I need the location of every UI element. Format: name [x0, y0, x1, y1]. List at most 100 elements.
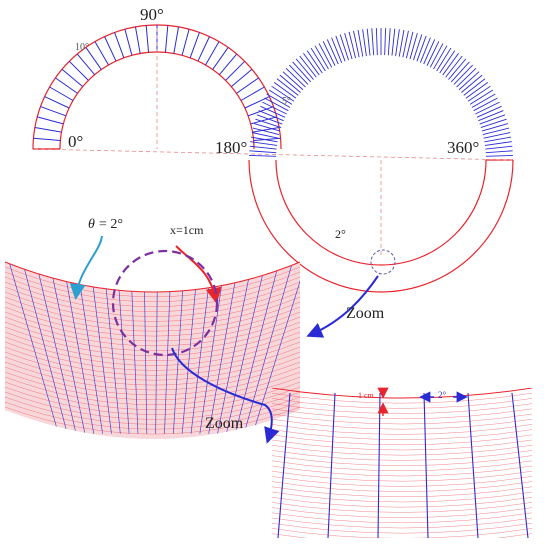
upper-ring-spoke — [250, 116, 277, 125]
lower-ring-spoke — [288, 64, 309, 85]
lower-ring-spoke — [484, 141, 512, 146]
upper-ring-spoke — [164, 25, 169, 53]
lower-ring-spoke — [253, 123, 281, 132]
two-degree-zoom-label: 2° — [438, 390, 447, 400]
band-arc-line — [5, 311, 300, 342]
lower-ring-spoke — [485, 150, 513, 154]
zoom-arrow-2 — [171, 347, 280, 444]
lower-ring-spoke — [353, 30, 360, 58]
theta-arrow — [69, 235, 103, 300]
lower-ring-spoke — [252, 127, 280, 136]
zoom-radial-line — [511, 392, 529, 538]
band-radial-line — [234, 262, 281, 434]
band-arc-line — [5, 341, 300, 371]
zoom-arc-line — [272, 481, 532, 492]
upper-ring-spoke — [181, 29, 190, 56]
lower-ring-spoke — [295, 58, 314, 80]
band-arc-line — [5, 361, 300, 391]
lower-ring-spoke — [255, 118, 282, 128]
lower-ring-spoke — [331, 37, 343, 63]
lower-ring-spoke — [344, 32, 353, 60]
band-arc-line — [5, 286, 300, 317]
lower-ring-spoke — [445, 55, 463, 78]
band-radial-line — [7, 262, 59, 434]
zoom-arc-line — [272, 413, 532, 425]
band-arc-line — [5, 316, 300, 347]
lower-ring-spoke — [442, 52, 459, 76]
lower-ring-spoke — [463, 78, 486, 96]
lower-ring-spoke — [478, 110, 504, 122]
zoom-arrow-1 — [306, 275, 379, 338]
lower-ring-spoke — [483, 132, 511, 139]
lower-ring-spoke — [461, 74, 483, 93]
upper-ring-spoke — [68, 60, 89, 81]
zoom-arc-line — [272, 523, 532, 534]
lower-ring-spoke — [357, 29, 364, 57]
lower-ring-spoke — [299, 55, 317, 78]
band-arc-line — [5, 306, 300, 337]
horizontal-axis-line — [33, 148, 513, 161]
lower-ring-spoke — [398, 29, 405, 57]
upper-ring-spoke — [114, 32, 125, 59]
lower-ring-spoke — [268, 89, 293, 105]
band-arc-line — [5, 326, 300, 356]
zoom-radial-line — [277, 392, 291, 538]
dashed-zoom-circle — [111, 249, 219, 357]
lower-ring-spoke — [481, 123, 509, 132]
theta-symbol: θ — [88, 217, 95, 232]
lower-ring-spoke — [249, 150, 277, 154]
label-90-degree: 90° — [140, 5, 164, 24]
zoom-label-2: Zoom — [205, 415, 244, 432]
zoomed-panel — [272, 388, 532, 546]
band-radial-line — [217, 262, 254, 434]
band-arc-line — [5, 401, 300, 430]
zoom-radial-line — [423, 392, 429, 538]
zoom-arc-line — [272, 476, 532, 487]
x-label: x=1cm — [170, 223, 204, 237]
lower-ring-spoke — [484, 136, 512, 143]
upper-ring-spoke — [55, 77, 78, 94]
upper-ring-spoke — [205, 41, 220, 66]
lower-ring-spoke — [476, 105, 502, 118]
upper-ring-spoke — [104, 36, 117, 62]
upper-ring-spoke — [49, 86, 74, 101]
band-arc-line — [5, 276, 300, 307]
zoom-arc-line — [272, 398, 532, 409]
lower-half-ring — [248, 28, 514, 293]
band-arc-line — [5, 321, 300, 351]
zoomed-panel-lines — [272, 388, 532, 546]
band-radial-line — [48, 262, 86, 434]
lower-ring-spoke — [439, 50, 456, 74]
lower-ring-spoke — [456, 67, 477, 88]
zoom-arc-line — [272, 419, 532, 430]
zoom-arc-line — [272, 539, 532, 546]
lower-ring-spoke — [250, 141, 278, 146]
label-0-degree: 0° — [68, 132, 83, 151]
lower-ring-spoke — [366, 28, 371, 56]
lower-ring-spoke — [273, 82, 297, 99]
lower-ring-spoke — [306, 50, 323, 74]
zoom-arc-line — [272, 507, 532, 518]
band-radial-line — [21, 262, 68, 434]
theta-value: = 2° — [99, 217, 123, 232]
zoom-arc-line — [272, 533, 532, 538]
label-180-degree: 180° — [215, 138, 247, 157]
upper-half-ring — [32, 24, 282, 150]
lower-ring-spoke — [250, 136, 278, 143]
lower-ring-spoke — [480, 118, 507, 128]
upper-ring-spoke — [85, 47, 102, 70]
upper-ring-spoke — [134, 26, 141, 54]
lower-ring-spoke — [479, 114, 506, 125]
lower-ring-spoke — [266, 93, 291, 108]
band-arc-line — [5, 346, 300, 376]
lower-ring-spoke — [423, 39, 436, 65]
lower-ring-spoke — [279, 74, 301, 93]
upper-ring-spoke — [44, 96, 70, 109]
band-arc-line — [5, 406, 300, 435]
zoom-arc-line — [272, 403, 532, 414]
lower-ring-spoke — [339, 34, 349, 61]
x-arrow — [175, 245, 222, 304]
band-arc-line — [5, 296, 300, 327]
upper-ring-spoke — [253, 137, 281, 142]
